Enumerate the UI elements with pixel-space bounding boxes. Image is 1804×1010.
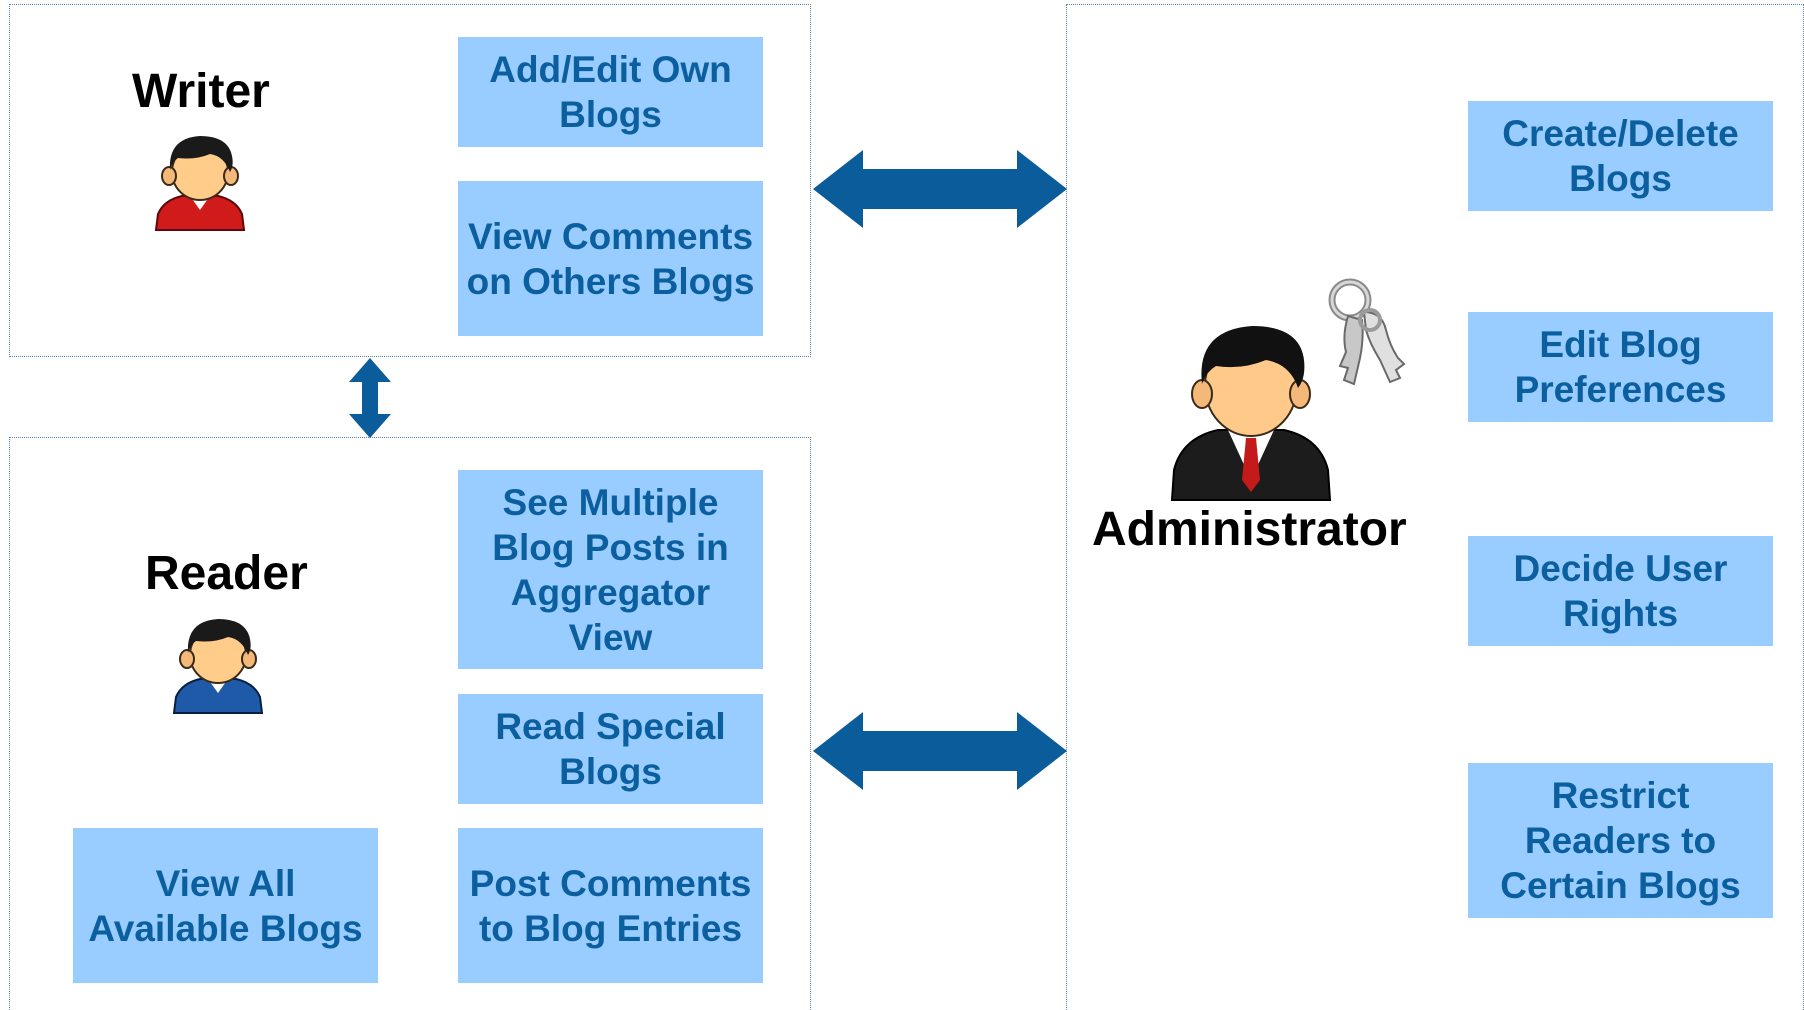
see-multiple-posts-box: See Multiple Blog Posts in Aggregator Vi… [458,470,763,669]
keys-icon [1328,278,1406,386]
read-special-blogs-box: Read Special Blogs [458,694,763,804]
reader-admin-arrow [813,712,1067,790]
decide-user-rights-box: Decide User Rights [1468,536,1773,646]
admin-suit-icon [1170,326,1332,501]
edit-blog-preferences-box: Edit Blog Preferences [1468,312,1773,422]
reader-label: Reader [145,547,308,600]
writer-admin-arrow [813,150,1067,228]
add-edit-own-blogs-box: Add/Edit Own Blogs [458,37,763,147]
writer-reader-arrow [349,358,391,438]
writer-panel [9,4,811,357]
view-all-blogs-box: View All Available Blogs [73,828,378,983]
create-delete-blogs-box: Create/Delete Blogs [1468,101,1773,211]
view-comments-box: View Comments on Others Blogs [458,181,763,336]
user-blue-shirt-icon [172,619,264,714]
administrator-label: Administrator [1092,503,1407,556]
post-comments-box: Post Comments to Blog Entries [458,828,763,983]
reader-panel [9,437,811,1010]
user-red-shirt-icon [154,136,246,231]
restrict-readers-box: Restrict Readers to Certain Blogs [1468,763,1773,918]
writer-label: Writer [132,65,270,118]
